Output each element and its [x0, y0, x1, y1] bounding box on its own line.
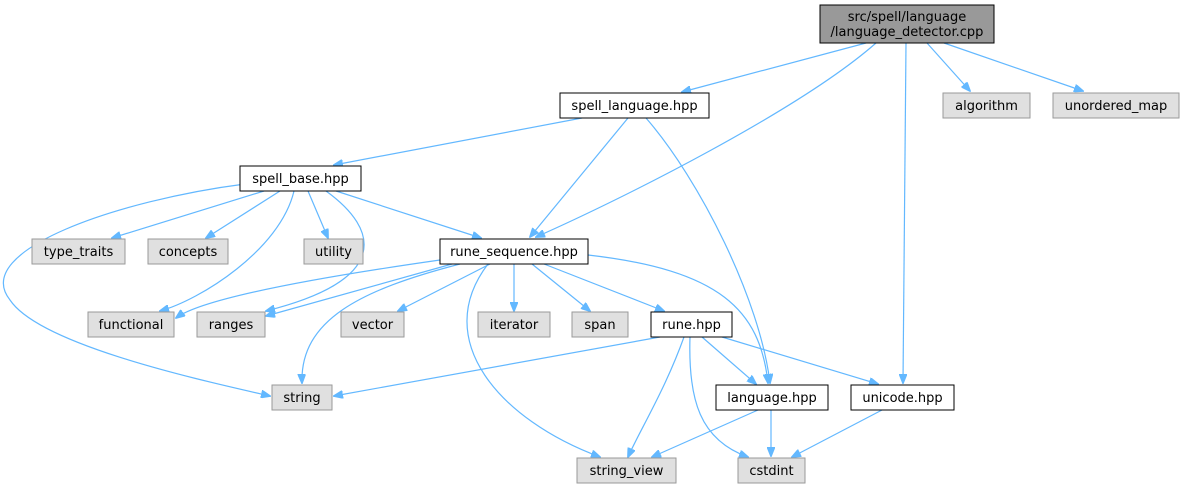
- edge-rune_hpp-to-unicode_hpp: [721, 336, 878, 384]
- node-box: [239, 165, 362, 192]
- node-box: [147, 238, 229, 265]
- edge-rune_sequence_hpp-to-rune_hpp: [543, 263, 664, 311]
- node-label: iterator: [490, 318, 539, 333]
- node-box: [340, 311, 405, 338]
- node-string: string: [271, 384, 333, 411]
- node-box: [737, 457, 806, 484]
- node-ranges: ranges: [196, 311, 266, 338]
- node-unordered_map: unordered_map: [1052, 92, 1180, 119]
- node-box: [196, 311, 266, 338]
- node-box: [31, 238, 126, 265]
- edge-language_detector_cpp-to-rune_sequence_hpp: [536, 42, 877, 237]
- node-box: [650, 311, 733, 338]
- edge-spell_base_hpp-to-functional: [160, 190, 295, 311]
- edge-rune_sequence_hpp-to-string_view: [466, 263, 600, 457]
- node-label: language.hpp: [727, 391, 816, 406]
- node-label: rune_sequence.hpp: [450, 245, 578, 260]
- node-box: [576, 457, 677, 484]
- node-label: string_view: [590, 464, 664, 479]
- edge-rune_hpp-to-cstdint: [689, 336, 748, 457]
- node-box: [439, 238, 589, 265]
- edge-spell_language_hpp-to-language_hpp: [645, 117, 770, 383]
- node-label: cstdint: [749, 464, 793, 479]
- node-vector: vector: [340, 311, 405, 338]
- edge-rune_sequence_hpp-to-ranges: [266, 263, 453, 316]
- edge-unicode_hpp-to-cstdint: [792, 409, 883, 457]
- node-label: type_traits: [44, 245, 114, 260]
- node-label: ranges: [209, 318, 254, 333]
- node-unicode_hpp[interactable]: unicode.hpp: [850, 384, 955, 411]
- edge-rune_sequence_hpp-to-string: [302, 263, 461, 383]
- edge-rune_sequence_hpp-to-vector: [398, 263, 491, 311]
- edge-spell_base_hpp-to-string: [2, 183, 270, 396]
- node-functional: functional: [87, 311, 175, 338]
- node-box: [477, 311, 551, 338]
- node-label: concepts: [159, 245, 218, 260]
- edge-spell_language_hpp-to-rune_sequence_hpp: [530, 117, 629, 237]
- node-iterator: iterator: [477, 311, 551, 338]
- edge-rune_hpp-to-string_view: [628, 336, 685, 457]
- node-label: spell_base.hpp: [252, 172, 349, 187]
- nodes-layer: src/spell/language/language_detector.cpp…: [31, 4, 1180, 484]
- node-box: [819, 4, 995, 44]
- node-language_hpp[interactable]: language.hpp: [715, 384, 829, 411]
- edge-rune_sequence_hpp-to-span: [531, 263, 590, 311]
- node-label: vector: [352, 318, 394, 333]
- node-rune_sequence_hpp[interactable]: rune_sequence.hpp: [439, 238, 589, 265]
- node-box: [271, 384, 333, 411]
- node-rune_hpp[interactable]: rune.hpp: [650, 311, 733, 338]
- node-box: [942, 92, 1031, 119]
- edge-language_detector_cpp-to-spell_language_hpp: [682, 42, 867, 92]
- node-language_detector_cpp[interactable]: src/spell/language/language_detector.cpp: [819, 4, 995, 44]
- node-label: utility: [315, 245, 352, 260]
- node-box: [571, 311, 629, 338]
- node-label: unordered_map: [1065, 99, 1168, 114]
- edge-rune_sequence_hpp-to-functional: [176, 259, 441, 318]
- node-label: functional: [99, 318, 164, 333]
- node-label: spell_language.hpp: [571, 99, 697, 114]
- node-spell_language_hpp[interactable]: spell_language.hpp: [559, 92, 710, 119]
- node-box: [715, 384, 829, 411]
- node-label: algorithm: [955, 99, 1018, 114]
- node-utility: utility: [303, 238, 364, 265]
- edge-spell_language_hpp-to-spell_base_hpp: [334, 117, 583, 165]
- node-span: span: [571, 311, 629, 338]
- node-cstdint: cstdint: [737, 457, 806, 484]
- node-label: span: [584, 318, 615, 333]
- node-label: src/spell/language: [848, 10, 967, 25]
- node-type_traits: type_traits: [31, 238, 126, 265]
- edge-rune_hpp-to-string: [334, 336, 661, 396]
- edge-language_detector_cpp-to-algorithm: [926, 42, 970, 91]
- node-spell_base_hpp[interactable]: spell_base.hpp: [239, 165, 362, 192]
- node-algorithm: algorithm: [942, 92, 1031, 119]
- edge-rune_hpp-to-language_hpp: [701, 336, 756, 384]
- node-box: [850, 384, 955, 411]
- node-label: string: [283, 391, 320, 406]
- edge-language_detector_cpp-to-unicode_hpp: [903, 42, 906, 383]
- edge-spell_base_hpp-to-concepts: [206, 190, 281, 238]
- node-label: unicode.hpp: [862, 391, 942, 406]
- edge-spell_base_hpp-to-utility: [307, 190, 328, 238]
- node-string_view: string_view: [576, 457, 677, 484]
- node-box: [87, 311, 175, 338]
- node-label: /language_detector.cpp: [831, 25, 984, 40]
- node-box: [559, 92, 710, 119]
- node-box: [303, 238, 364, 265]
- edge-spell_base_hpp-to-type_traits: [112, 190, 265, 238]
- edge-language_hpp-to-string_view: [652, 409, 759, 457]
- node-concepts: concepts: [147, 238, 229, 265]
- node-box: [1052, 92, 1180, 119]
- edge-language_detector_cpp-to-unordered_map: [943, 42, 1083, 91]
- node-label: rune.hpp: [662, 318, 721, 333]
- edge-rune_sequence_hpp-to-language_hpp: [587, 254, 768, 383]
- edge-spell_base_hpp-to-rune_sequence_hpp: [335, 190, 481, 238]
